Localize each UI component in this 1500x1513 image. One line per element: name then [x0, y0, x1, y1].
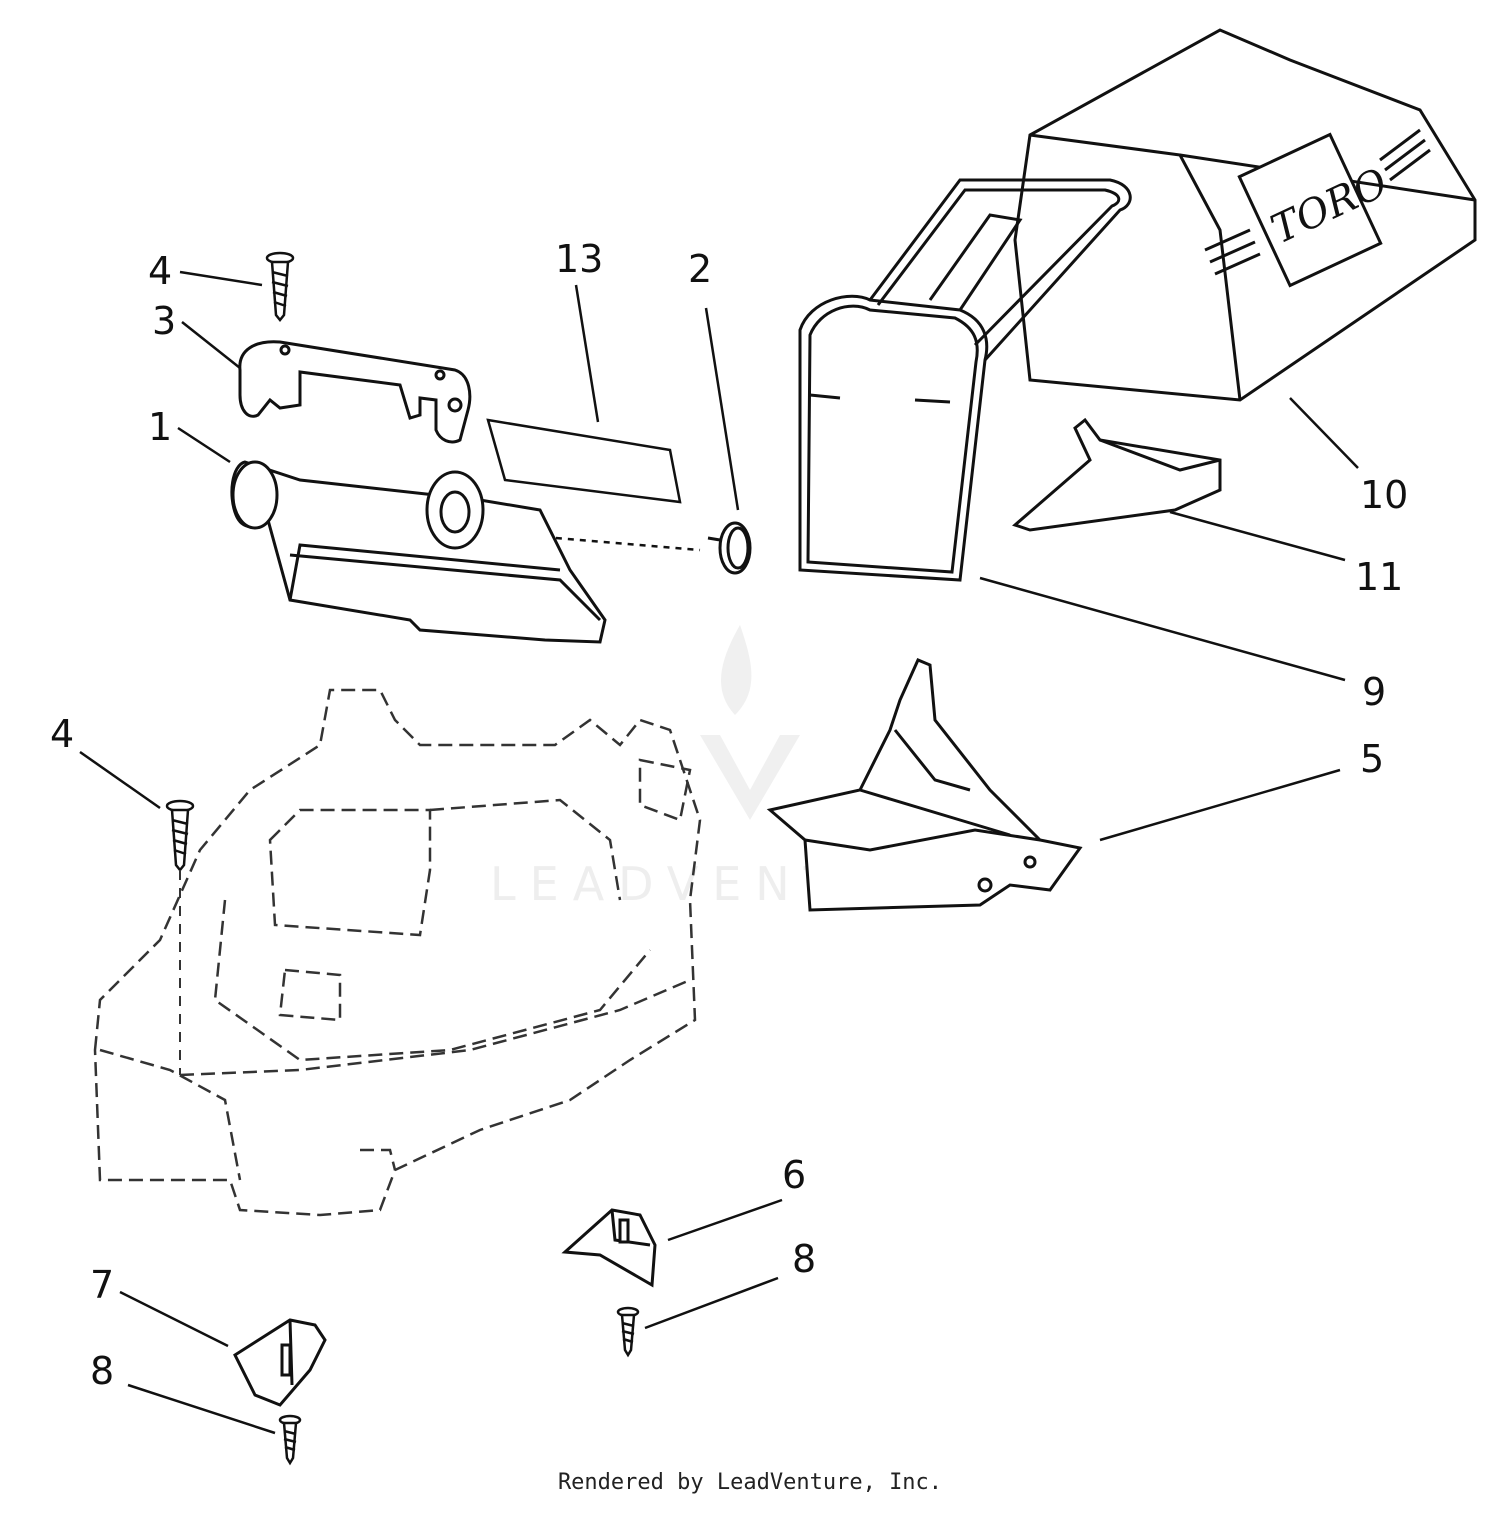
callout-8-bottom: 8 [90, 1349, 114, 1393]
grass-bag-cover: TORO [1013, 28, 1477, 402]
callout-3: 3 [152, 299, 176, 343]
callout-6: 6 [782, 1153, 806, 1197]
handle [238, 340, 472, 444]
callout-4-left: 4 [50, 712, 74, 756]
callout-13: 13 [555, 237, 603, 281]
handle-base [230, 460, 607, 644]
bracket-7 [233, 1318, 327, 1407]
mower-deck-phantom [93, 688, 702, 1217]
callout-8-right: 8 [792, 1237, 816, 1281]
callout-5: 5 [1360, 737, 1384, 781]
callout-2: 2 [688, 247, 712, 291]
screw-bottom-8 [278, 1414, 302, 1466]
callout-4-top: 4 [148, 249, 172, 293]
screw-left [165, 799, 195, 873]
callout-numbers: 4 3 13 2 1 10 11 9 5 4 6 8 7 8 [50, 237, 1408, 1393]
screw-right-8 [616, 1306, 640, 1358]
discharge-chute [766, 658, 1083, 912]
callout-1: 1 [148, 405, 172, 449]
screw-top [265, 251, 295, 323]
footer-credit: Rendered by LeadVenture, Inc. [557, 1470, 943, 1495]
bag-frame [798, 178, 1132, 582]
spring [707, 521, 752, 575]
bracket-6 [561, 1208, 657, 1288]
callout-9: 9 [1362, 670, 1386, 714]
callout-10: 10 [1360, 473, 1408, 517]
deflector-plate [1012, 417, 1222, 532]
callout-7: 7 [90, 1263, 114, 1307]
decal-label [486, 418, 682, 504]
leader-lines [79, 270, 1359, 1435]
callout-11: 11 [1355, 555, 1403, 599]
